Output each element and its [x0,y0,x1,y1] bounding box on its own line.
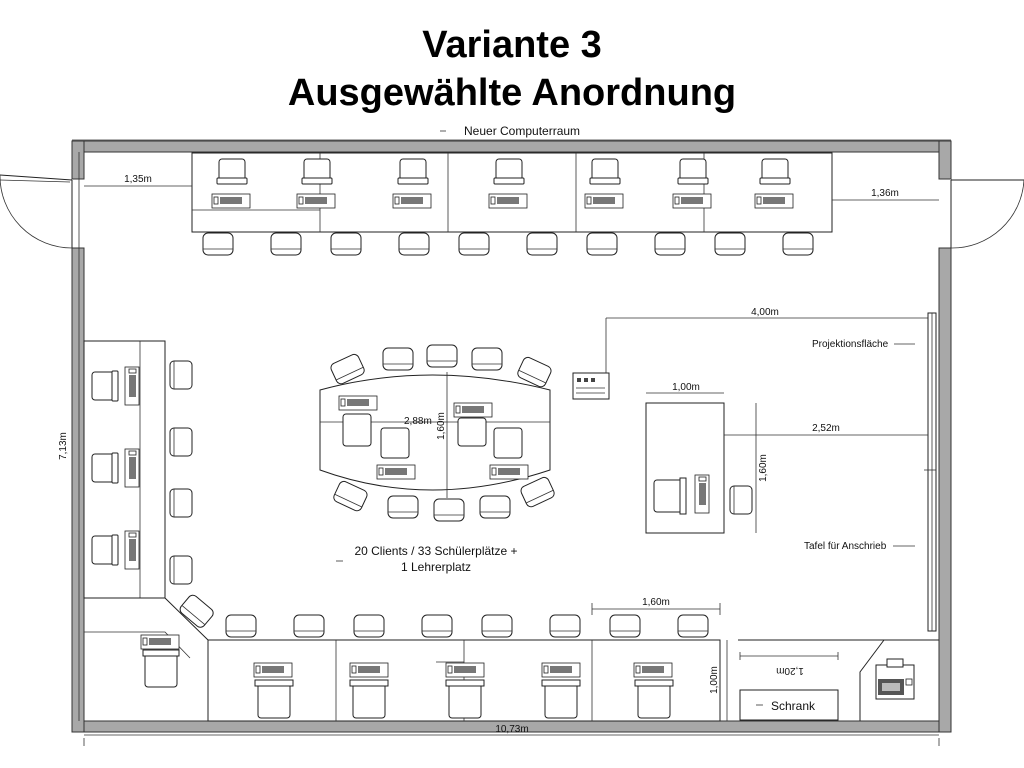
dim-room-height-label: 7,13m [58,432,69,460]
dim-room-length: 10,73m [83,724,940,746]
dim-teacher-depth: 1,60m [758,454,769,482]
dim-left-gap-label: 1,35m [124,174,152,185]
clients-line-1: 20 Clients / 33 Schülerplätze + [354,544,517,558]
dim-teacher-to-board: 2,52m [812,423,840,434]
dim-to-projection-label: 4,00m [751,307,779,318]
dim-right-gap-label: 1,36m [871,188,899,199]
room-walls [71,140,952,733]
corner-table [84,592,216,721]
dim-teacher-width: 1,00m [672,382,700,393]
projection-label: Projektionsfläche [812,339,915,350]
door-left [0,174,73,249]
printer-corner [859,639,915,721]
dim-oval-length: 2,88m [404,416,432,427]
dim-bottom-depth: 1,00m [709,640,728,721]
dim-cabinet-width: 1,20m [776,665,804,676]
teacher-desk: 1,00m 2,52m 1,60m [645,382,928,534]
dim-left-gap: 1,35m [84,174,192,187]
top-row-extra-chairs [202,232,814,256]
oval-table: 2,88m 1,60m [319,372,551,498]
top-desk-row [191,152,833,233]
cabinet-label: Schrank [771,699,816,713]
projection-label-text: Projektionsfläche [812,339,889,350]
dim-right-gap: 1,36m [832,188,939,201]
bottom-row-extra-chairs [225,614,709,638]
dim-bottom-table-label: 1,60m [642,597,670,608]
dim-to-projection: 4,00m [606,307,928,319]
room-label-text: Neuer Computerraum [464,124,580,138]
board-label: Tafel für Anschrieb [804,541,915,552]
door-right [950,179,1024,249]
board-label-text: Tafel für Anschrieb [804,541,887,552]
title-line-2: Ausgewählte Anordnung [287,72,737,114]
top-row-workstations [211,158,794,209]
clients-line-2: 1 Lehrerplatz [401,560,471,574]
cabinet: 1,20m Schrank [738,639,939,721]
title-line-1: Variante 3 [422,24,602,66]
left-desk-column [83,340,193,599]
bottom-row-workstations [253,662,674,719]
dim-room-height: 7,13m [58,152,80,721]
wall-screen [924,312,937,632]
dim-bottom-table: 1,60m [591,597,721,615]
room-label: Neuer Computerraum [72,124,951,141]
clients-label: 20 Clients / 33 Schülerplätze + 1 Lehrer… [336,544,518,574]
projector [572,318,610,400]
dim-bottom-depth-label: 1,00m [709,666,720,694]
dim-room-length-label: 10,73m [495,724,528,735]
dim-oval-width: 1,60m [436,412,447,440]
